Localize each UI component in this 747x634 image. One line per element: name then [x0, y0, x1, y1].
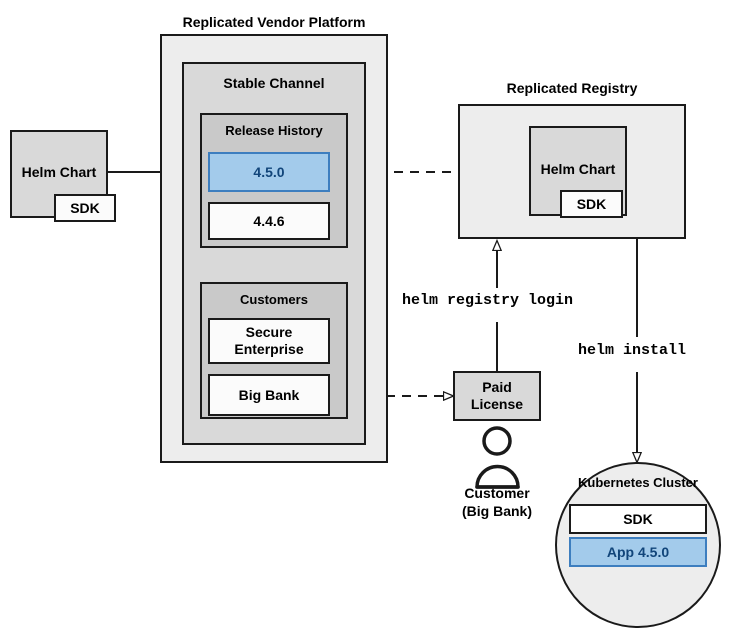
customer-actor-label-line2: (Big Bank) — [462, 502, 532, 519]
kubernetes-cluster-title: Kubernetes Cluster — [578, 475, 698, 490]
customer-actor-label: Customer (Big Bank) — [427, 485, 567, 520]
registry-helm-chart-label: Helm Chart — [540, 161, 616, 177]
release-4-5-0-label: 4.5.0 — [253, 163, 285, 180]
customer-actor-label-line1: Customer — [464, 485, 530, 501]
cluster-app-label: App 4.5.0 — [606, 543, 670, 560]
command-helm-install: helm install — [575, 342, 690, 359]
paid-license: Paid License — [453, 371, 541, 421]
source-helm-chart-label: Helm Chart — [21, 164, 97, 180]
registry-title: Replicated Registry — [506, 80, 638, 96]
registry-sdk-label: SDK — [576, 195, 607, 212]
cluster-sdk-label: SDK — [623, 510, 653, 527]
paid-license-line1: Paid — [482, 379, 512, 396]
customers-title: Customers — [240, 292, 308, 307]
source-sdk-box: SDK — [54, 194, 116, 222]
paid-license-line2: License — [470, 396, 524, 412]
cluster-app-box: App 4.5.0 — [569, 537, 707, 567]
command-helm-registry-login: helm registry login — [399, 292, 577, 309]
source-sdk-label: SDK — [70, 199, 100, 216]
registry-sdk-box: SDK — [560, 190, 623, 218]
release-history-title: Release History — [225, 123, 323, 138]
customer-secure-enterprise-line1: Secure — [245, 324, 293, 341]
customer-big-bank-label: Big Bank — [238, 386, 300, 403]
stable-channel-title: Stable Channel — [223, 75, 325, 91]
customer-big-bank[interactable]: Big Bank — [208, 374, 330, 416]
release-4-4-6-label: 4.4.6 — [253, 212, 285, 229]
cluster-sdk-box: SDK — [569, 504, 707, 534]
release-4-4-6[interactable]: 4.4.6 — [208, 202, 330, 240]
customer-secure-enterprise-line2: Enterprise — [234, 341, 304, 357]
customer-secure-enterprise[interactable]: Secure Enterprise — [208, 318, 330, 364]
platform-title: Replicated Vendor Platform — [182, 14, 366, 30]
release-4-5-0[interactable]: 4.5.0 — [208, 152, 330, 192]
